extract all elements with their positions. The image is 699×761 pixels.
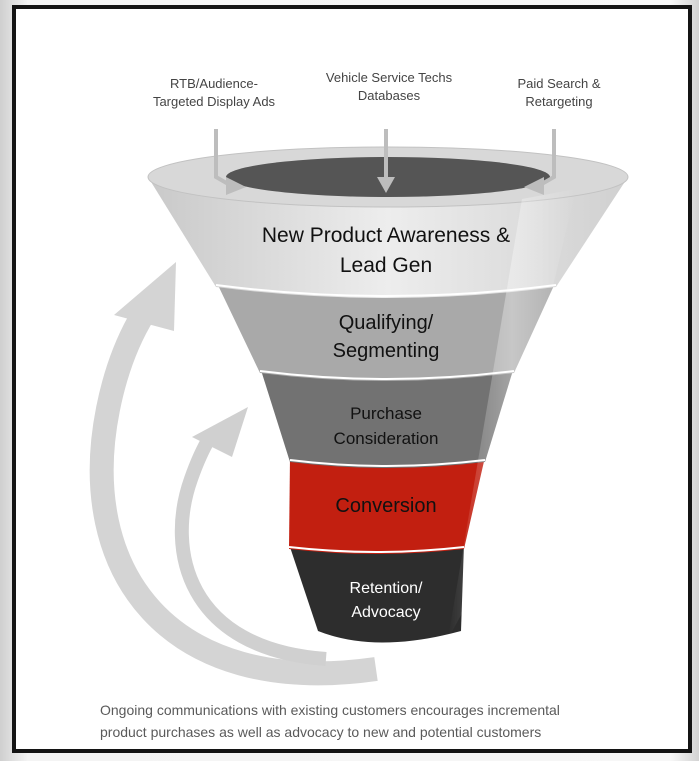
inner-loop-arrow — [174, 433, 327, 666]
stage-band-1 — [148, 177, 628, 298]
funnel-highlight — [448, 189, 576, 639]
outer-loop-arrow — [89, 306, 378, 686]
funnel-diagram-panel: RTB/Audience- Targeted Display Ads Vehic… — [12, 5, 692, 753]
stage-band-5 — [289, 544, 464, 643]
stage-band-2 — [216, 281, 556, 381]
inbound-arrow-left — [214, 129, 246, 195]
inbound-arrow-right — [524, 129, 556, 195]
stage-label-awareness: New Product Awareness & Lead Gen — [261, 224, 511, 277]
stage-label-qualifying: Qualifying/ Segmenting — [332, 312, 440, 362]
outer-loop-arrowhead — [114, 262, 176, 331]
inbound-arrow-center — [377, 129, 395, 193]
source-label-paid-search: Paid Search & Retargeting — [517, 76, 601, 109]
source-label-service-techs: Vehicle Service Techs Databases — [325, 70, 453, 103]
stage-label-consideration: Purchase Consideration — [333, 404, 439, 448]
diagram-caption: Ongoing communications with existing cus… — [100, 702, 560, 740]
stage-band-4 — [289, 457, 485, 554]
inner-loop-arrowhead — [192, 407, 248, 457]
stage-separator — [288, 546, 465, 553]
stage-separator — [259, 370, 515, 380]
stage-separator — [289, 459, 486, 467]
stage-label-conversion: Conversion — [335, 495, 437, 517]
source-label-display-ads: RTB/Audience- Targeted Display Ads — [152, 76, 276, 109]
stage-label-retention: Retention/ Advocacy — [349, 580, 423, 621]
funnel-graphic — [89, 129, 629, 686]
stage-band-3 — [260, 367, 514, 468]
